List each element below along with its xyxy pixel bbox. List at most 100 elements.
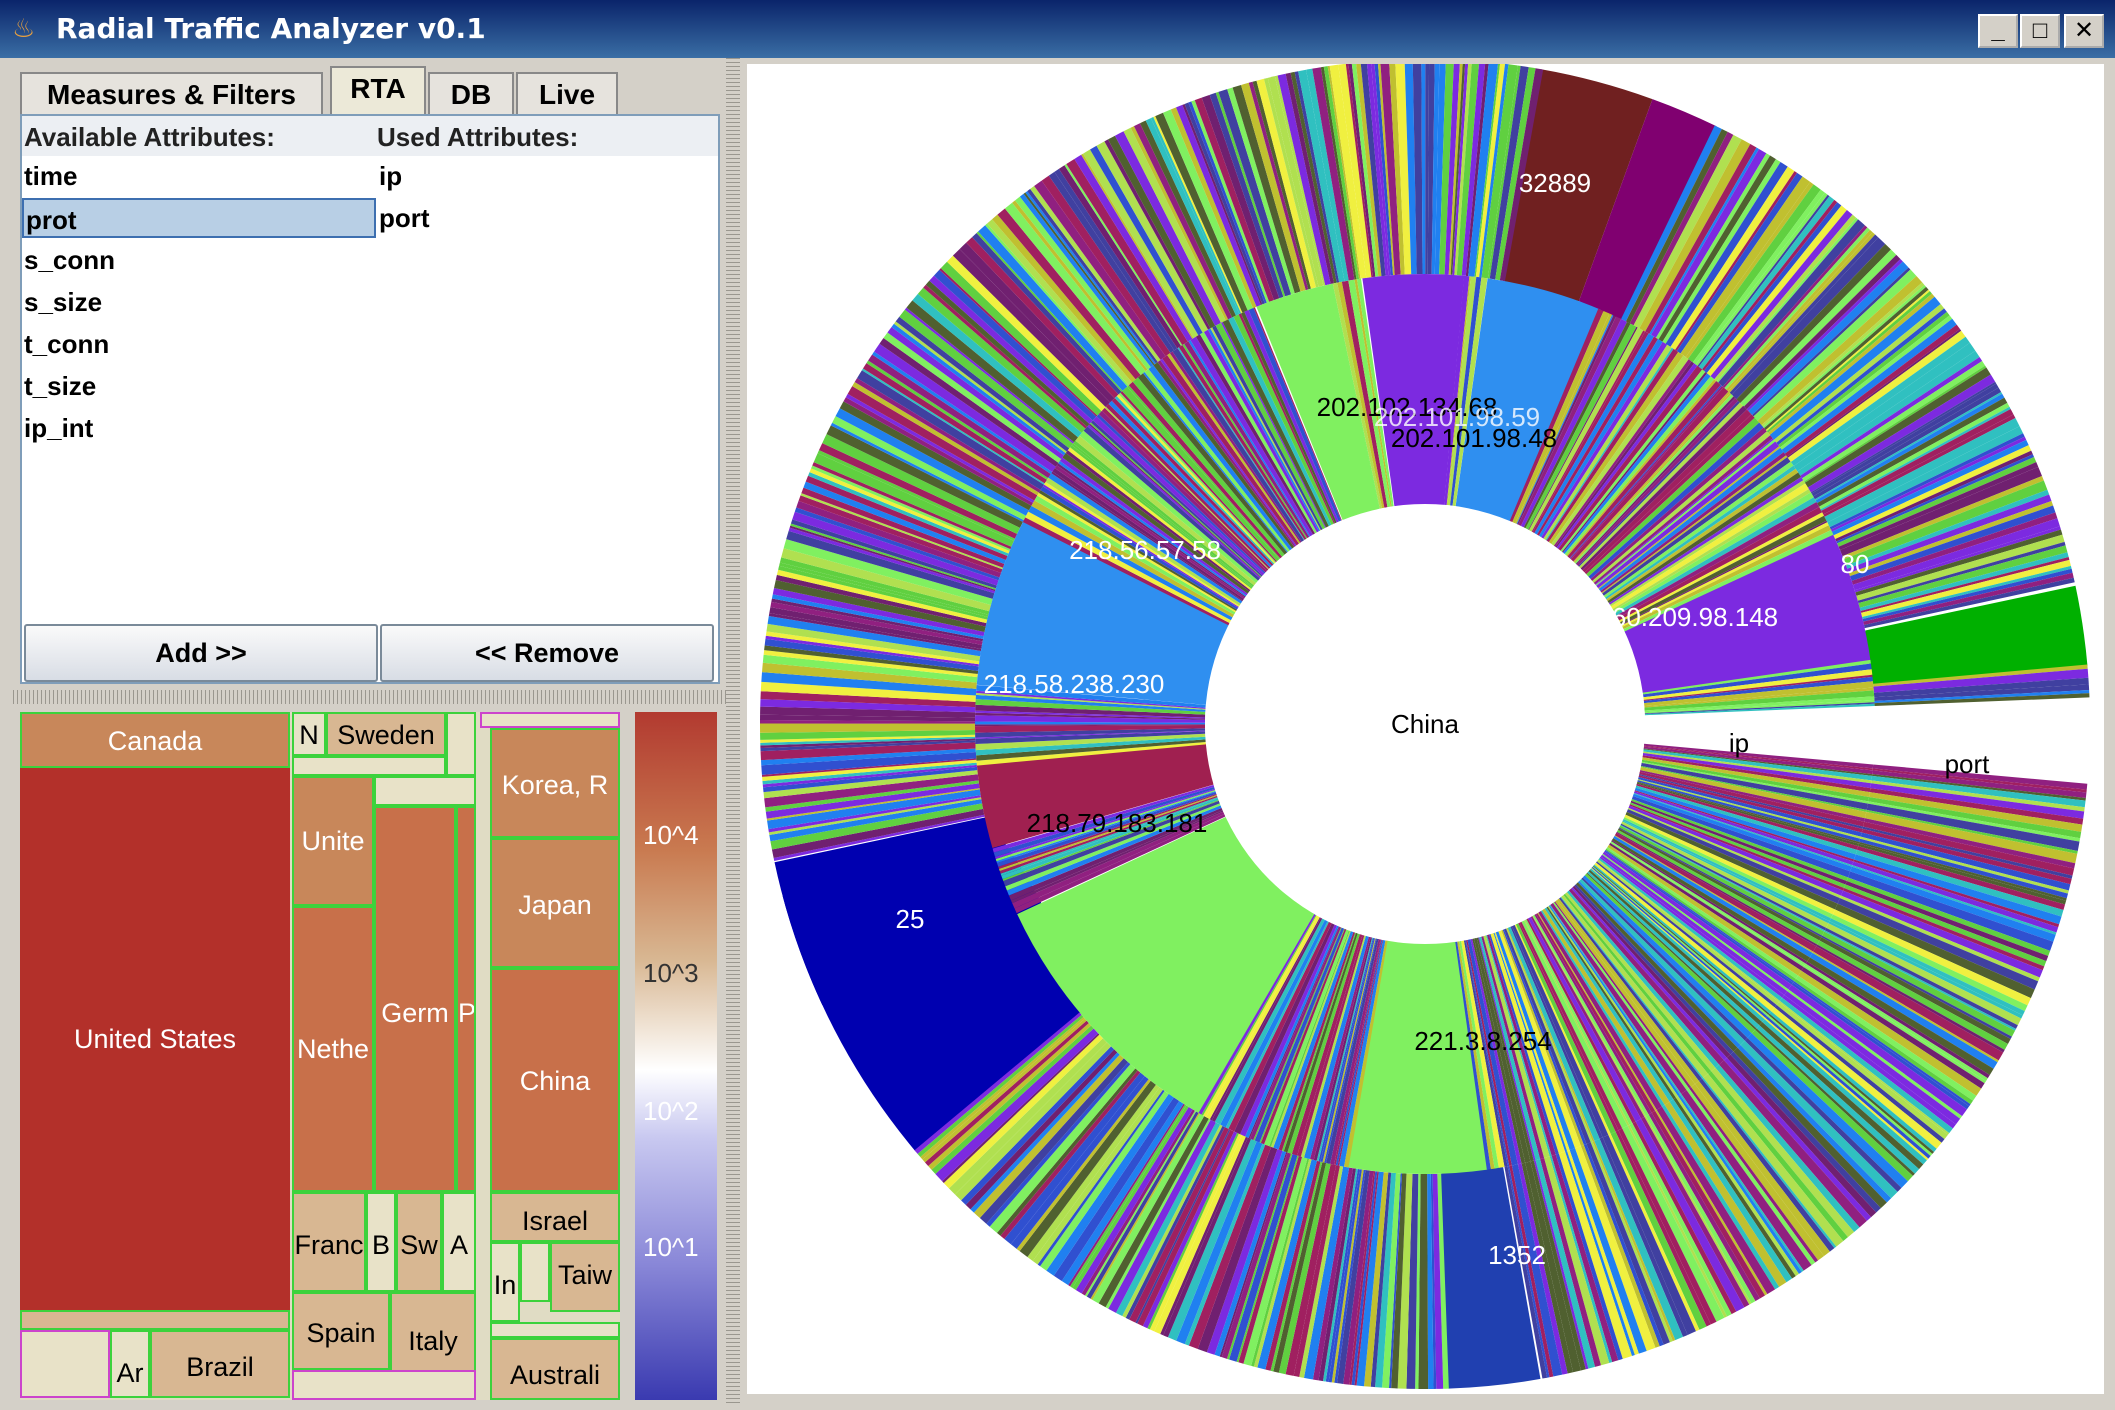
ip-ring-segment[interactable] — [1118, 392, 1277, 563]
port-ring-segment[interactable] — [1170, 107, 1257, 309]
ip-ring-segment[interactable] — [1532, 331, 1649, 534]
port-ring-segment[interactable] — [872, 351, 1053, 474]
port-ring-segment[interactable] — [1509, 1165, 1554, 1378]
port-ring-segment[interactable] — [1851, 512, 2058, 585]
port-ring-segment[interactable] — [1645, 143, 1757, 334]
ip-ring-segment[interactable] — [1318, 937, 1374, 1162]
port-ring-segment[interactable] — [1533, 1160, 1589, 1370]
ip-ring-segment[interactable] — [1595, 861, 1777, 1008]
port-ring-segment[interactable] — [1397, 1173, 1413, 1389]
ip-ring-segment[interactable] — [1606, 847, 1799, 979]
ip-ring-segment[interactable] — [1586, 417, 1760, 577]
port-ring-segment[interactable] — [1430, 1173, 1437, 1389]
port-ring-segment[interactable] — [1558, 1151, 1632, 1359]
port-ring-segment[interactable] — [1015, 196, 1151, 370]
port-ring-segment[interactable] — [992, 214, 1136, 383]
ip-ring-segment[interactable] — [1637, 781, 1860, 844]
port-ring-segment[interactable] — [763, 770, 978, 799]
used-attr-ip[interactable]: ip — [379, 161, 403, 191]
ip-ring-segment[interactable] — [1564, 892, 1716, 1072]
ip-ring-segment[interactable] — [1535, 913, 1656, 1113]
port-ring-segment[interactable] — [1847, 494, 2052, 574]
port-ring-segment[interactable] — [808, 472, 1009, 557]
port-ring-segment[interactable] — [1139, 120, 1236, 318]
port-ring-segment[interactable] — [1273, 1162, 1327, 1373]
ip-ring-segment[interactable] — [975, 715, 1206, 723]
port-ring-major-segment[interactable] — [1578, 99, 1717, 320]
port-ring-segment[interactable] — [887, 326, 1064, 460]
treemap-cell-small-b[interactable] — [446, 712, 476, 776]
port-ring-segment[interactable] — [1841, 890, 2043, 978]
port-ring-segment[interactable] — [822, 434, 1020, 534]
treemap-cell-b[interactable]: B — [366, 1192, 396, 1292]
port-ring-segment[interactable] — [1859, 838, 2069, 899]
port-ring-segment[interactable] — [1303, 1166, 1350, 1380]
port-ring-segment[interactable] — [1086, 1111, 1199, 1299]
port-ring-segment[interactable] — [1351, 1171, 1378, 1386]
port-ring-segment[interactable] — [1461, 64, 1486, 276]
ip-ring-segment[interactable] — [975, 721, 1206, 725]
port-ring-segment[interactable] — [1294, 71, 1340, 283]
port-ring-segment[interactable] — [1769, 1011, 1937, 1152]
ip-ring-segment[interactable] — [1525, 323, 1637, 530]
ip-ring-segment[interactable] — [1490, 933, 1566, 1154]
ip-ring-segment[interactable] — [1578, 402, 1744, 569]
ip-ring-segment[interactable] — [1579, 878, 1745, 1045]
port-ring-segment[interactable] — [1842, 475, 2044, 560]
port-ring-segment[interactable] — [1567, 1150, 1639, 1356]
treemap-cell-small-f[interactable] — [480, 712, 620, 728]
ip-ring-segment[interactable] — [1070, 445, 1253, 589]
ip-ring-segment[interactable] — [1607, 844, 1802, 976]
port-ring-segment[interactable] — [760, 748, 976, 766]
port-ring-segment[interactable] — [1872, 768, 2087, 793]
ip-ring-segment[interactable] — [1598, 447, 1784, 592]
ip-ring-segment[interactable] — [1577, 880, 1741, 1048]
ip-ring-segment[interactable] — [1562, 373, 1711, 555]
ip-ring-segment[interactable] — [1320, 937, 1375, 1163]
port-ring-segment[interactable] — [811, 465, 1011, 552]
port-ring-segment[interactable] — [1391, 1173, 1407, 1389]
port-ring-segment[interactable] — [771, 808, 985, 859]
ip-ring-segment[interactable] — [1614, 835, 1814, 953]
ip-ring-segment[interactable] — [1215, 322, 1326, 530]
ip-ring-segment[interactable] — [1609, 480, 1806, 607]
port-ring-segment[interactable] — [1766, 291, 1932, 433]
port-ring-segment[interactable] — [1549, 1155, 1613, 1363]
port-ring-segment[interactable] — [1253, 1158, 1312, 1368]
port-ring-segment[interactable] — [1608, 1133, 1700, 1332]
ip-ring-major-segment[interactable] — [1256, 283, 1380, 521]
treemap-cell-franc[interactable]: Franc — [292, 1192, 366, 1292]
port-ring-segment[interactable] — [1227, 87, 1295, 295]
port-ring-segment[interactable] — [1664, 1101, 1787, 1287]
remove-button[interactable]: << Remove — [380, 624, 714, 682]
ip-ring-segment[interactable] — [1287, 933, 1360, 1154]
ip-ring-segment[interactable] — [1617, 828, 1822, 941]
port-ring-segment[interactable] — [1727, 232, 1876, 393]
port-ring-segment[interactable] — [1565, 1151, 1635, 1356]
port-ring-segment[interactable] — [765, 783, 980, 819]
port-ring-segment[interactable] — [1762, 1019, 1927, 1165]
ip-ring-segment[interactable] — [1045, 477, 1241, 606]
port-ring-segment[interactable] — [1041, 175, 1171, 357]
port-ring-segment[interactable] — [1795, 975, 1977, 1101]
ip-ring-segment[interactable] — [1304, 935, 1369, 1160]
port-ring-segment[interactable] — [1115, 1122, 1221, 1317]
ip-ring-segment[interactable] — [1610, 842, 1805, 968]
port-ring-segment[interactable] — [1820, 406, 2011, 511]
ip-ring-segment[interactable] — [1636, 782, 1859, 847]
ip-ring-segment[interactable] — [1531, 330, 1646, 533]
port-ring-segment[interactable] — [948, 1038, 1107, 1195]
ip-ring-segment[interactable] — [1558, 897, 1703, 1082]
port-ring-segment[interactable] — [1081, 1109, 1195, 1296]
ip-ring-segment[interactable] — [1048, 473, 1243, 604]
port-ring-segment[interactable] — [1125, 1125, 1225, 1320]
port-ring-segment[interactable] — [1338, 64, 1372, 278]
port-ring-segment[interactable] — [1665, 162, 1788, 347]
ip-ring-segment[interactable] — [1592, 865, 1770, 1015]
port-ring-segment[interactable] — [767, 616, 981, 657]
port-ring-segment[interactable] — [1787, 330, 1966, 462]
ip-ring-segment[interactable] — [975, 704, 1206, 718]
port-ring-segment[interactable] — [1639, 139, 1751, 332]
port-ring-segment[interactable] — [1768, 1013, 1935, 1154]
ip-ring-segment[interactable] — [1051, 471, 1243, 602]
